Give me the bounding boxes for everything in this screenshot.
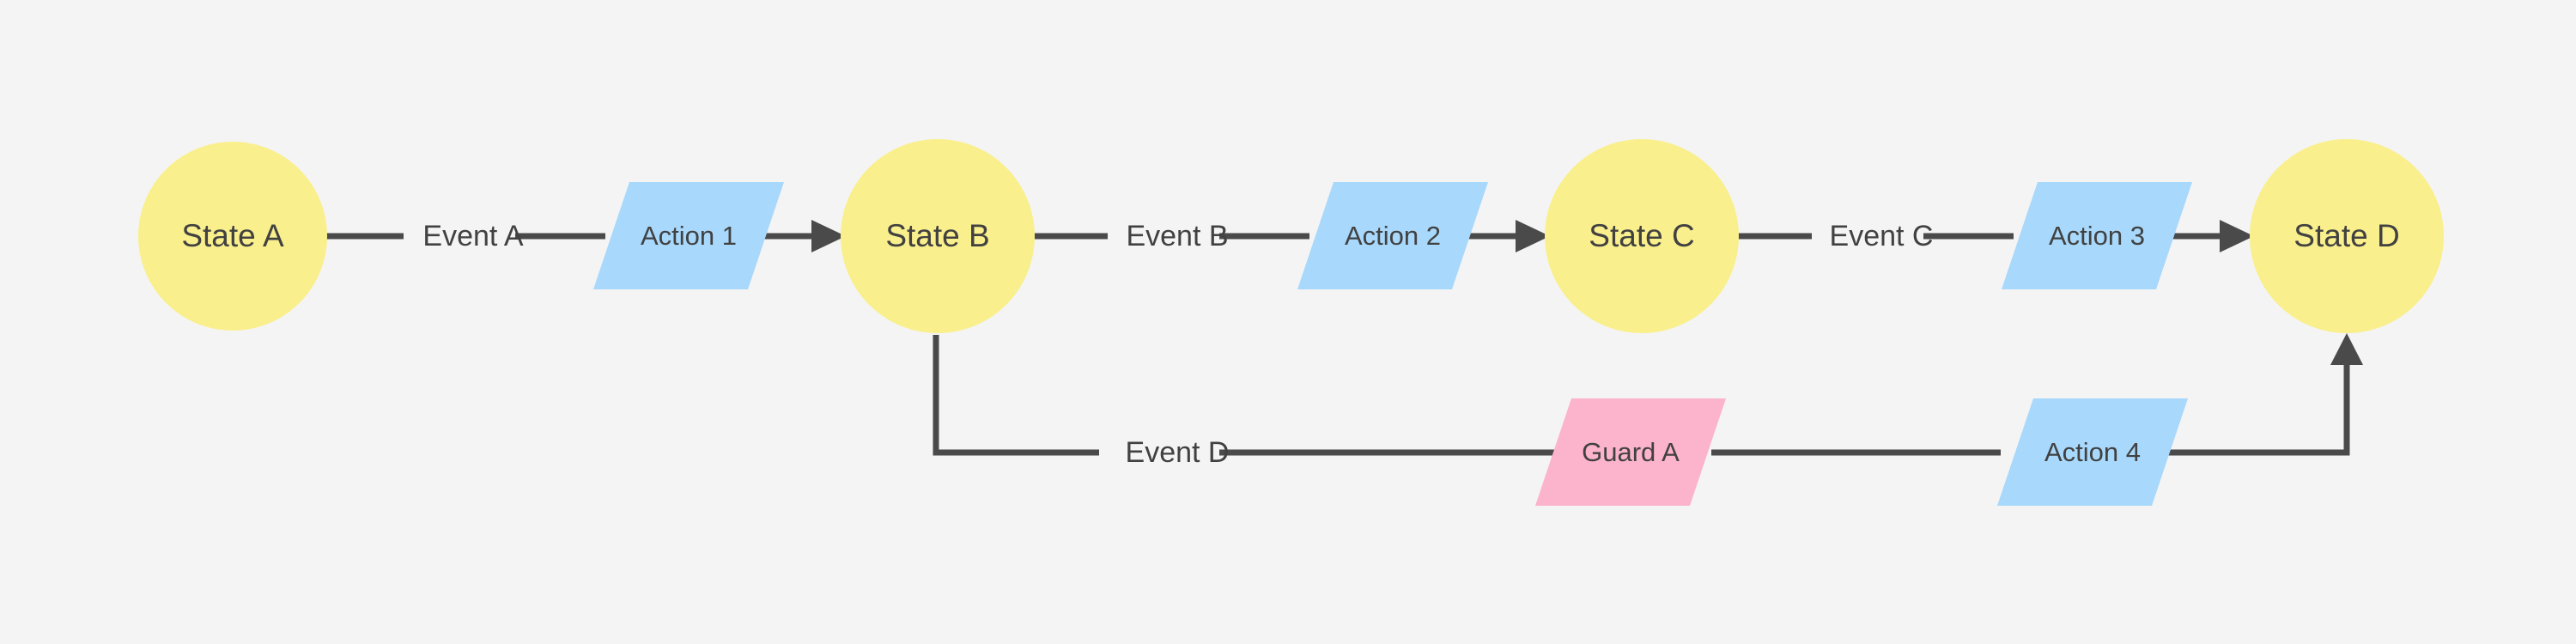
arrowhead-into-state-c — [1516, 220, 1550, 252]
node-action-2[interactable]: Action 2 — [1297, 182, 1488, 289]
node-state-a[interactable]: State A — [138, 142, 327, 331]
node-state-d[interactable]: State D — [2250, 139, 2444, 333]
event-a-label: Event A — [422, 220, 524, 252]
state-d-label: State D — [2293, 218, 2399, 253]
guard-a-label: Guard A — [1582, 437, 1680, 467]
event-c-label: Event C — [1830, 220, 1934, 252]
arrowhead-into-state-b — [811, 220, 846, 252]
edge-state-b-down-to-event-d — [933, 335, 1099, 456]
edge-action-4-up-to-state-d — [2166, 365, 2350, 456]
action-4-label: Action 4 — [2044, 437, 2141, 467]
node-action-3[interactable]: Action 3 — [2002, 182, 2192, 289]
state-b-label: State B — [885, 218, 989, 253]
action-1-shape[interactable] — [593, 182, 784, 289]
node-state-c[interactable]: State C — [1545, 139, 1739, 333]
state-a-circle[interactable] — [138, 142, 327, 331]
action-1-label: Action 1 — [641, 221, 737, 251]
action-3-shape[interactable] — [2002, 182, 2192, 289]
action-2-shape[interactable] — [1297, 182, 1488, 289]
event-d-label: Event D — [1126, 436, 1230, 469]
state-b-circle[interactable] — [841, 139, 1035, 333]
arrowhead-into-state-d-vertical — [2330, 333, 2363, 365]
guard-a-shape[interactable] — [1535, 398, 1726, 506]
state-c-circle[interactable] — [1545, 139, 1739, 333]
state-d-circle[interactable] — [2250, 139, 2444, 333]
action-2-label: Action 2 — [1345, 221, 1441, 251]
arrowhead-into-state-d-horizontal — [2220, 220, 2254, 252]
node-state-b[interactable]: State B — [841, 139, 1035, 333]
action-4-shape[interactable] — [1997, 398, 2188, 506]
node-action-4[interactable]: Action 4 — [1997, 398, 2188, 506]
state-c-label: State C — [1589, 218, 1694, 253]
action-3-label: Action 3 — [2049, 221, 2145, 251]
state-a-label: State A — [181, 218, 284, 253]
event-b-label: Event B — [1126, 220, 1228, 252]
node-guard-a[interactable]: Guard A — [1535, 398, 1726, 506]
node-action-1[interactable]: Action 1 — [593, 182, 784, 289]
